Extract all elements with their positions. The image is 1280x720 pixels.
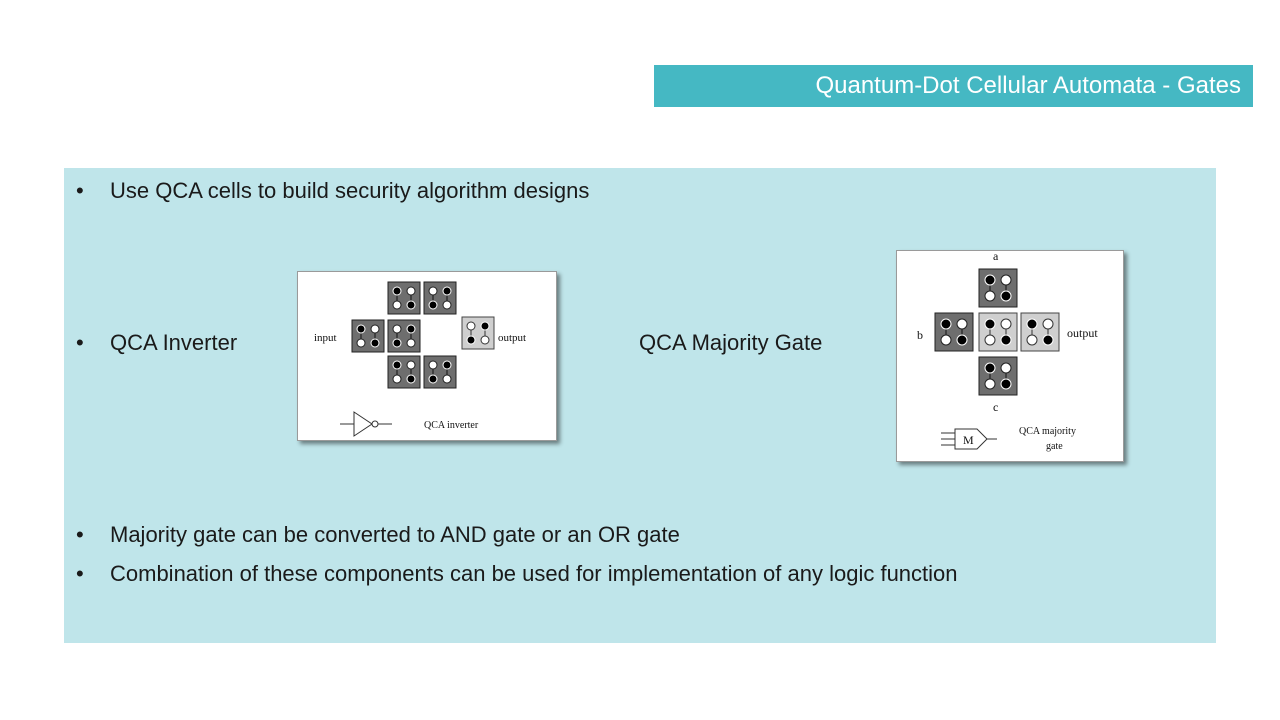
inverter-input-label: input bbox=[314, 332, 337, 344]
qca-majority-figure: a b output c M QCA majority gate bbox=[896, 250, 1124, 462]
bullet-item: • QCA Inverter bbox=[76, 330, 237, 356]
bullet-text: Majority gate can be converted to AND ga… bbox=[110, 522, 680, 547]
qca-cell bbox=[978, 356, 1018, 396]
majority-label-b: b bbox=[917, 328, 923, 342]
majority-label-c: c bbox=[993, 400, 998, 414]
qca-inverter-figure: input output QCA inverter bbox=[297, 271, 557, 441]
bullet-marker: • bbox=[76, 561, 84, 586]
slide-title: Quantum-Dot Cellular Automata - Gates bbox=[654, 65, 1253, 107]
majority-gate-label: QCA Majority Gate bbox=[639, 330, 823, 355]
majority-symbol-icon bbox=[941, 428, 997, 450]
qca-cell bbox=[461, 316, 495, 350]
qca-cell bbox=[387, 355, 421, 389]
bullet-marker: • bbox=[76, 522, 84, 547]
qca-majority-diagram: a b output c M QCA majority gate bbox=[917, 251, 1098, 452]
qca-cell bbox=[423, 281, 457, 315]
bullet-text: Combination of these components can be u… bbox=[110, 561, 958, 586]
qca-cell bbox=[351, 319, 385, 353]
qca-cell bbox=[423, 355, 457, 389]
bullet-item: • Majority gate can be converted to AND … bbox=[76, 522, 680, 548]
bullet-item: • Combination of these components can be… bbox=[76, 561, 958, 587]
qca-inverter-diagram: input output QCA inverter bbox=[314, 281, 526, 437]
qca-cell bbox=[387, 319, 421, 353]
qca-cell bbox=[387, 281, 421, 315]
qca-cell bbox=[978, 312, 1018, 352]
majority-output-label: output bbox=[1067, 326, 1098, 340]
majority-symbol-letter: M bbox=[963, 433, 974, 447]
slide-title-text: Quantum-Dot Cellular Automata - Gates bbox=[815, 72, 1241, 99]
majority-label-a: a bbox=[993, 251, 999, 263]
bullet-item: • Use QCA cells to build security algori… bbox=[76, 178, 589, 204]
qca-cell bbox=[934, 312, 974, 352]
bullet-text: Use QCA cells to build security algorith… bbox=[110, 178, 590, 203]
qca-cell bbox=[1020, 312, 1060, 352]
inverter-symbol-icon bbox=[340, 411, 392, 437]
inverter-caption: QCA inverter bbox=[424, 420, 479, 431]
bullet-marker: • bbox=[76, 178, 84, 203]
bullet-marker: • bbox=[76, 330, 84, 355]
majority-caption-line1: QCA majority bbox=[1019, 426, 1076, 437]
majority-caption-line2: gate bbox=[1046, 441, 1063, 452]
qca-cell bbox=[978, 268, 1018, 308]
inverter-output-label: output bbox=[498, 332, 526, 344]
bullet-text: QCA Inverter bbox=[110, 330, 238, 355]
